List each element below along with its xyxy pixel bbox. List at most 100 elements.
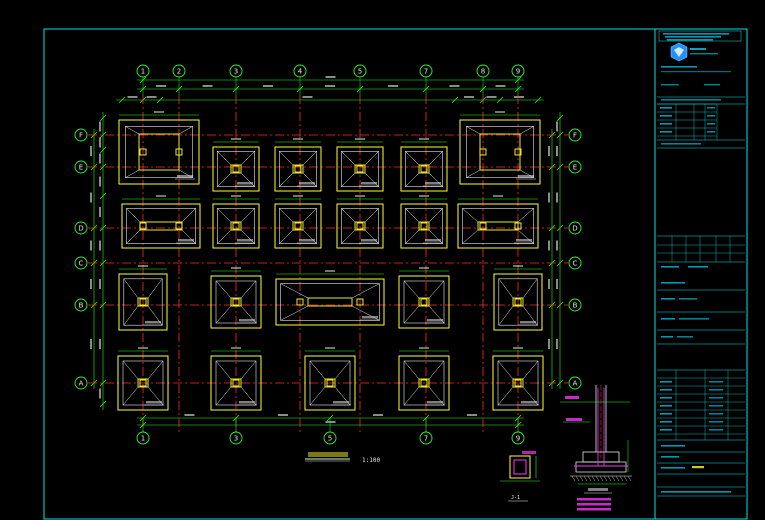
dim-text-mark [556, 279, 558, 289]
footing [117, 347, 169, 411]
dim-text-mark [99, 121, 101, 132]
footing-step [125, 126, 193, 178]
footing [398, 267, 450, 329]
footing [493, 265, 543, 331]
column [420, 298, 428, 306]
slope-line [302, 172, 317, 187]
slope-line [147, 278, 163, 299]
slope-line [215, 280, 232, 299]
dim-tick [99, 114, 107, 122]
column [420, 379, 428, 387]
footing-outline [492, 355, 544, 411]
row-bubble-right: D [568, 221, 582, 235]
footing [118, 111, 200, 185]
grid-bubble-label: 8 [481, 68, 485, 76]
footing-tag-mark [299, 182, 315, 185]
dim-text-mark [548, 279, 550, 289]
slope-line [125, 126, 140, 135]
row-bubble-left: F [74, 128, 88, 142]
logo-inner [674, 47, 684, 57]
footing-tag-mark [237, 182, 253, 185]
slope-line [466, 126, 481, 135]
dim-text-mark [548, 146, 550, 156]
column [175, 148, 183, 156]
dim-text-mark [263, 85, 273, 87]
lower-text-mark [709, 381, 723, 383]
footing-outline [400, 203, 448, 249]
footing-dim-text [325, 270, 335, 272]
dim-text-mark [388, 85, 398, 87]
slope-line [428, 360, 445, 380]
footing [457, 195, 539, 249]
bottom-text-mark [661, 491, 731, 493]
slope-line [522, 278, 538, 299]
dim-text-mark [486, 96, 497, 98]
footing [210, 347, 262, 411]
lower-text-mark [660, 429, 672, 431]
grid-bubble-circle [568, 298, 582, 312]
column-bubble-bottom: 7 [419, 431, 433, 445]
dim-tick [99, 379, 107, 387]
row-bubble-right: B [568, 298, 582, 312]
company-logo-icon [670, 42, 688, 62]
footing-outline [274, 146, 322, 192]
footing [492, 347, 544, 411]
footing-outline [117, 355, 169, 411]
footing-step [341, 151, 379, 187]
footing-outline [212, 203, 260, 249]
dim-text-mark [449, 85, 460, 87]
slope-line [519, 126, 534, 135]
footing [121, 195, 201, 249]
field-text-mark [679, 298, 697, 300]
column-section-detail [560, 385, 632, 511]
footing-outline [210, 355, 262, 411]
section-note-mark [577, 503, 611, 506]
footing-dim-text [231, 138, 241, 140]
slope-line [126, 229, 141, 244]
dim-text-mark [495, 85, 506, 87]
row-bubble-left: E [74, 160, 88, 174]
footing [459, 111, 541, 185]
footing-step [217, 151, 255, 187]
slope-line [217, 208, 232, 223]
slope-line [466, 169, 481, 178]
footing-tag-mark [146, 401, 162, 404]
bottom-text-mark [661, 456, 679, 458]
slope-line [428, 280, 445, 299]
hatch [599, 475, 604, 482]
footing-outline [398, 275, 450, 329]
column-pedestal [230, 378, 242, 388]
column-bubble-bottom: 5 [323, 431, 337, 445]
footing-step [215, 360, 257, 406]
grid-bubble-circle [568, 376, 582, 390]
slope-line [498, 278, 514, 299]
column-pedestal [137, 378, 149, 388]
slope-line [147, 360, 164, 380]
grid-bubble-label: 9 [516, 68, 520, 76]
dim-text-mark [90, 192, 92, 203]
footing-outline [459, 119, 541, 185]
column [139, 148, 147, 156]
lower-text-mark [660, 413, 672, 415]
dim-text-mark [99, 279, 101, 289]
column [232, 379, 240, 387]
hatch [595, 475, 600, 482]
section-note-mark [577, 508, 611, 511]
lower-text-mark [709, 405, 723, 407]
footing-step [403, 360, 445, 406]
dim-text-mark [90, 240, 92, 251]
slope-line [428, 208, 443, 223]
column-pedestal [354, 164, 366, 174]
dim-text-mark [202, 85, 213, 87]
column-bubble-top: 3 [229, 64, 243, 78]
footing-tag-mark [239, 401, 255, 404]
slope-line [279, 208, 294, 223]
slope-line [341, 172, 356, 187]
footing-step [497, 360, 539, 406]
lower-text-mark [709, 421, 723, 423]
lower-text-mark [709, 389, 723, 391]
column-pedestal [418, 221, 430, 231]
column [175, 222, 183, 230]
footing [274, 195, 322, 249]
grid-bubble-circle [74, 376, 88, 390]
